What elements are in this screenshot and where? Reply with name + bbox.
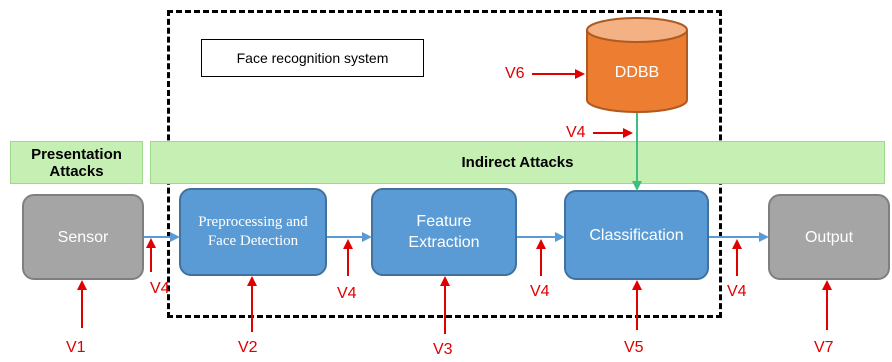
preprocessing-block: Preprocessing and Face Detection: [179, 188, 327, 276]
v4-label-database: V4: [566, 124, 586, 141]
v5-label: V5: [624, 339, 644, 356]
v6-label: V6: [505, 65, 525, 82]
classification-block: Classification: [564, 190, 709, 280]
v4-label-b: V4: [337, 285, 357, 302]
indirect-attacks-banner: Indirect Attacks: [150, 141, 885, 184]
presentation-attacks-text: Presentation Attacks: [31, 145, 122, 180]
preprocessing-label: Preprocessing and Face Detection: [198, 214, 308, 249]
presentation-attacks-banner: Presentation Attacks: [10, 141, 143, 184]
v3-label: V3: [433, 341, 453, 358]
output-label: Output: [804, 228, 854, 246]
system-label: Face recognition system: [201, 39, 424, 77]
feature-extraction-block: Feature Extraction: [371, 188, 517, 276]
classification-label: Classification: [589, 226, 684, 244]
v4-label-d: V4: [727, 283, 747, 300]
v4-label-c: V4: [530, 283, 550, 300]
v1-label: V1: [66, 339, 86, 356]
v4-label-a: V4: [150, 280, 170, 297]
sensor-label: Sensor: [57, 228, 109, 246]
system-label-text: Face recognition system: [236, 50, 389, 66]
indirect-attacks-text: Indirect Attacks: [461, 154, 574, 171]
feature-extraction-label: Feature Extraction: [408, 213, 480, 251]
v7-label: V7: [814, 339, 834, 356]
v2-label: V2: [238, 339, 258, 356]
output-block: Output: [768, 194, 890, 280]
database-label: DDBB: [614, 64, 660, 81]
sensor-block: Sensor: [22, 194, 144, 280]
